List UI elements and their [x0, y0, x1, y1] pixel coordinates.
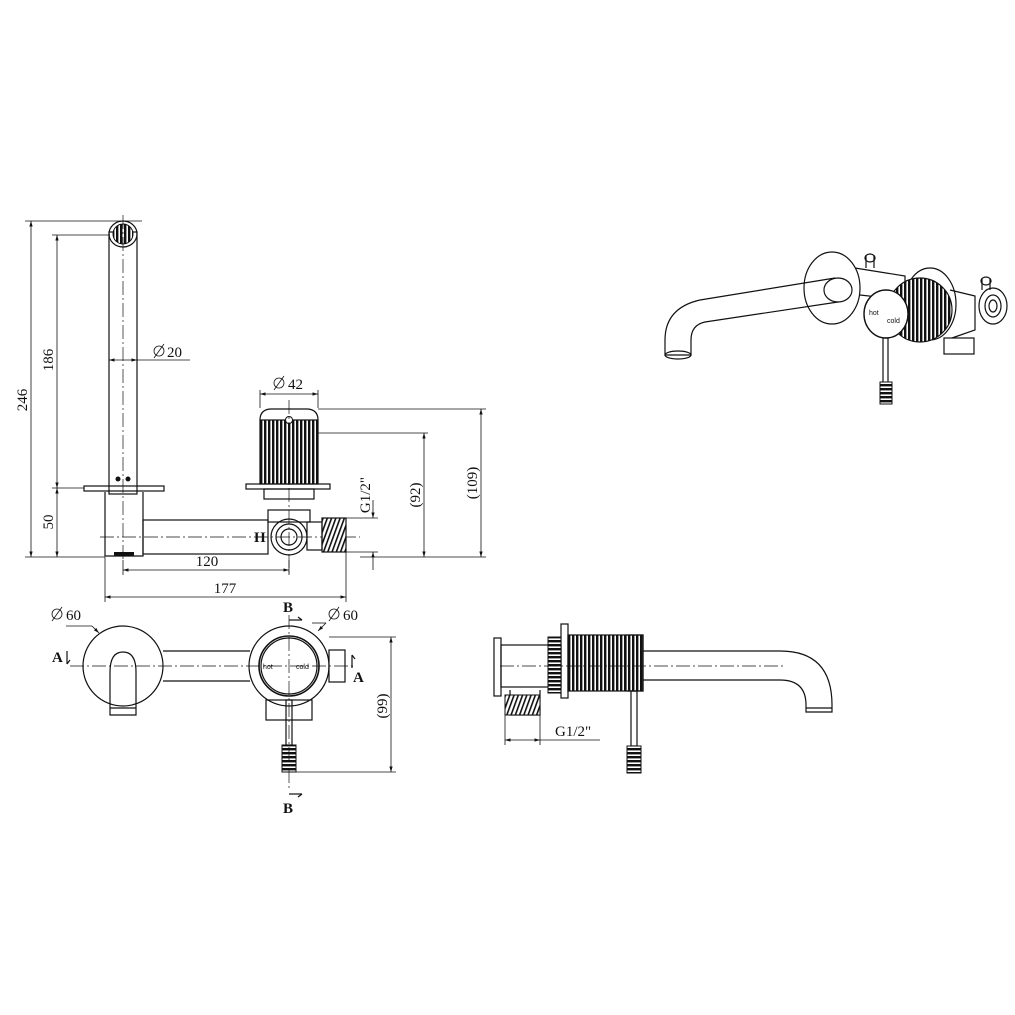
spout-front	[109, 651, 137, 716]
svg-text:G1/2": G1/2"	[555, 724, 591, 740]
side-elevation-view: 20 H 246 186	[15, 215, 486, 602]
svg-text:A: A	[52, 650, 63, 666]
svg-text:G1/2": G1/2"	[358, 477, 374, 513]
svg-text:177: 177	[214, 581, 237, 597]
right-plate-diameter-label: 60	[328, 606, 358, 624]
spout-wall-plate	[83, 485, 165, 492]
svg-text:hot: hot	[869, 310, 879, 317]
svg-text:B: B	[283, 600, 293, 616]
spout-base	[104, 492, 144, 557]
handle-diameter-label: 42	[273, 375, 303, 393]
isometric-view: hot cold	[664, 251, 1008, 405]
svg-text:50: 50	[41, 515, 57, 530]
handle-knurled-side	[567, 634, 644, 692]
svg-text:20: 20	[167, 345, 182, 361]
svg-text:cold: cold	[887, 318, 900, 325]
svg-text:(99): (99)	[375, 694, 391, 719]
spout-diameter-label: 20	[153, 343, 182, 361]
svg-text:(92): (92)	[408, 483, 424, 508]
svg-text:60: 60	[343, 608, 358, 624]
threaded-inlet	[321, 517, 347, 553]
handle-plate	[245, 483, 331, 490]
iso-spout	[664, 277, 839, 356]
svg-text:120: 120	[196, 554, 219, 570]
handle-front	[258, 635, 320, 697]
svg-text:H: H	[254, 530, 266, 546]
svg-text:cold: cold	[296, 664, 309, 671]
svg-text:246: 246	[15, 388, 31, 411]
wall-plate-edge	[493, 637, 502, 697]
iso-inlet	[978, 287, 1008, 325]
svg-text:186: 186	[41, 348, 57, 371]
svg-text:(109): (109)	[465, 467, 481, 500]
svg-text:42: 42	[288, 377, 303, 393]
svg-text:60: 60	[66, 608, 81, 624]
svg-text:B: B	[283, 801, 293, 817]
valve-flange	[560, 623, 569, 699]
iso-spout-plate	[803, 251, 861, 325]
front-view: hot cold 60 60 A A B	[51, 600, 396, 817]
top-side-view: G1/2"	[493, 623, 833, 774]
svg-text:A: A	[353, 670, 364, 686]
left-plate-diameter-label: 60	[51, 606, 81, 624]
svg-text:hot: hot	[263, 664, 273, 671]
